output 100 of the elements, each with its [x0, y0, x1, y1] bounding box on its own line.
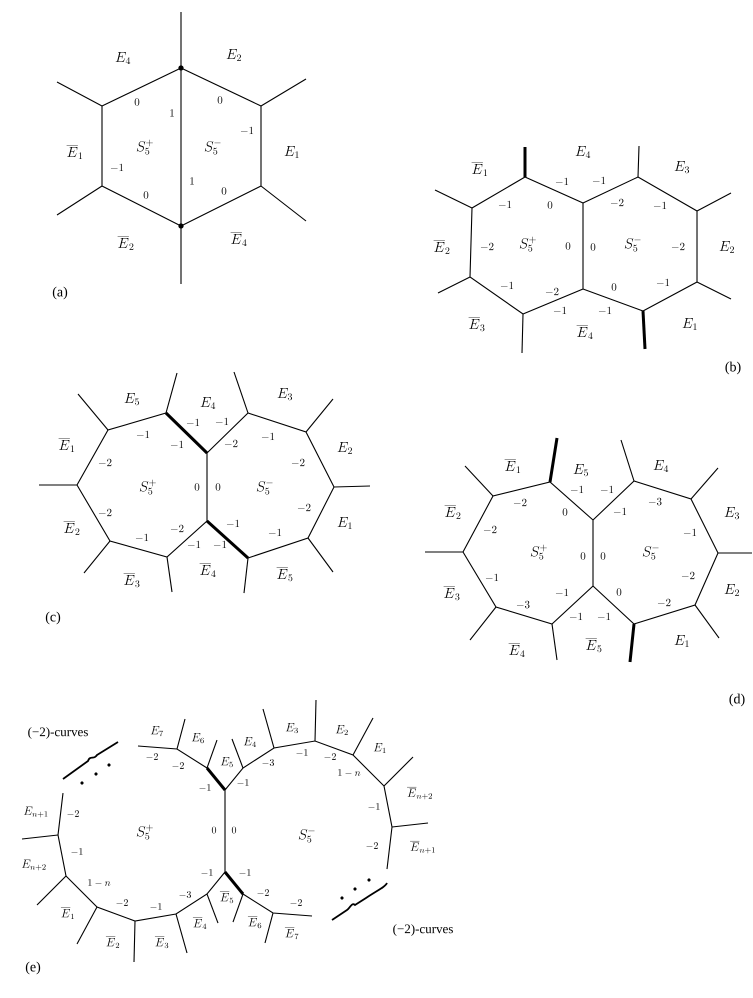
- self-intersection-number: $-1$: [186, 418, 200, 426]
- self-intersection-number: $-2$: [658, 598, 670, 606]
- self-intersection-number: $-1$: [199, 784, 211, 791]
- self-intersection-number: $-2$: [682, 572, 694, 580]
- self-intersection-number: $-1$: [216, 418, 228, 426]
- curve-label: $E_3$: [278, 388, 292, 400]
- self-intersection-number: $-3$: [262, 759, 274, 766]
- self-intersection-number: $-1$: [556, 588, 568, 596]
- self-intersection-number: $-2$: [116, 899, 128, 906]
- curve-label: $E_4$: [654, 460, 668, 472]
- curve-label: $S_5^-$: [298, 829, 315, 843]
- self-intersection-number: $0$: [616, 588, 622, 596]
- self-intersection-number: $0$: [232, 826, 236, 834]
- curve-label: $E_3$: [674, 161, 690, 174]
- self-intersection-number: $-2$: [514, 498, 526, 506]
- curve-label: $\overline{E}_1$: [504, 460, 520, 473]
- self-intersection-number: $-1$: [240, 126, 254, 134]
- self-intersection-number: $1-n$: [338, 769, 360, 776]
- panel-label: (c): [46, 612, 60, 624]
- self-intersection-number: $-1$: [614, 508, 626, 516]
- self-intersection-number: $-2$: [610, 198, 624, 206]
- self-intersection-number: $0$: [612, 283, 616, 291]
- curve-label: $E_5$: [124, 393, 139, 406]
- self-intersection-number: $-1$: [150, 903, 162, 910]
- curve-label: $\overline{E}_5$: [220, 892, 234, 904]
- curve-label: $S_5^-$: [642, 546, 659, 560]
- self-intersection-number: $-2$: [257, 889, 269, 896]
- curve-label: (−2)-curves: [28, 727, 88, 739]
- curve-label: $\overline{E}_2$: [118, 236, 134, 250]
- self-intersection-number: $1$: [190, 177, 194, 185]
- self-intersection-number: $-2$: [672, 242, 684, 250]
- panel-label: (b): [725, 362, 741, 374]
- curve-label: $E_4$: [576, 146, 590, 158]
- self-intersection-number: $1-n$: [88, 879, 110, 886]
- self-intersection-number: $-1$: [268, 528, 282, 536]
- self-intersection-number: $-2$: [98, 508, 112, 516]
- panel-label: (a): [52, 286, 68, 300]
- self-intersection-number: $0$: [580, 552, 586, 560]
- curve-label: $\overline{E}_1$: [60, 908, 74, 919]
- self-intersection-number: $0$: [216, 483, 220, 491]
- self-intersection-number: $-1$: [498, 200, 512, 208]
- self-intersection-number: $-2$: [546, 288, 558, 296]
- curve-label: $\overline{E}_3$: [468, 318, 484, 332]
- curve-label: (−2)-curves: [393, 924, 453, 936]
- self-intersection-number: $-2$: [366, 842, 378, 849]
- self-intersection-number: $-1$: [592, 176, 606, 184]
- curve-label: $S_5^-$: [624, 238, 641, 252]
- curve-label: $\overline{E}_4$: [576, 326, 593, 339]
- curve-label: $\overline{E}_2$: [64, 522, 80, 535]
- self-intersection-number: $-1$: [570, 486, 584, 494]
- curve-label: $E_2$: [720, 241, 734, 253]
- self-intersection-number: $0$: [212, 826, 216, 834]
- self-intersection-number: $-2$: [484, 526, 496, 534]
- self-intersection-number: $-1$: [201, 869, 213, 876]
- self-intersection-number: $-3$: [516, 600, 530, 608]
- self-intersection-number: $-1$: [556, 178, 568, 186]
- curve-label: $\overline{E}_5$: [276, 568, 292, 582]
- curve-label: $\overline{E}_1$: [472, 162, 488, 176]
- curve-label: $E_7$: [150, 726, 164, 736]
- self-intersection-number: $-1$: [188, 540, 200, 548]
- curve-label: $E_1$: [374, 743, 386, 753]
- curve-label: $S_5^-$: [204, 141, 221, 155]
- curve-label: $\overline{E}_3$: [154, 936, 168, 948]
- curve-label: $S_5^-$: [256, 481, 273, 495]
- curve-label: $\overline{E}_4$: [230, 232, 247, 246]
- curve-label: $\overline{E}_2$: [444, 506, 460, 519]
- self-intersection-number: $0$: [144, 191, 148, 199]
- self-intersection-number: $-1$: [598, 612, 610, 620]
- self-intersection-number: $0$: [218, 96, 222, 104]
- self-intersection-number: $-1$: [500, 282, 514, 290]
- curve-label: $E_1$: [338, 517, 352, 529]
- curve-label: $E_2$: [338, 442, 352, 454]
- curve-label: $\overline{E}_4$: [200, 564, 216, 577]
- self-intersection-number: $-2$: [146, 753, 158, 760]
- curve-label: $E_4$: [200, 397, 216, 409]
- self-intersection-number: $-1$: [214, 540, 226, 548]
- curve-label: $E_2$: [724, 584, 739, 596]
- self-intersection-number: $-1$: [226, 520, 240, 528]
- self-intersection-number: $-1$: [71, 848, 83, 855]
- self-intersection-number: $-1$: [684, 528, 696, 536]
- self-intersection-number: $1$: [170, 109, 174, 117]
- self-intersection-number: $-3$: [648, 498, 662, 506]
- curve-label: $E_1$: [284, 146, 299, 158]
- self-intersection-number: $0$: [566, 242, 570, 250]
- self-intersection-number: $-1$: [136, 430, 150, 438]
- self-intersection-number: $-1$: [486, 574, 498, 582]
- curve-label: $\overline{E}_{n+1}$: [410, 841, 435, 854]
- curve-label: $E_1$: [682, 318, 697, 330]
- curve-label: $S_5^+$: [136, 140, 153, 155]
- self-intersection-number: $0$: [600, 552, 606, 560]
- curve-label: $\overline{E}_6$: [248, 916, 262, 928]
- curve-label: $\overline{E}_1$: [58, 438, 74, 452]
- curve-label: $E_{n+2}$: [22, 860, 46, 870]
- curve-label: $E_1$: [674, 635, 689, 647]
- self-intersection-number: $-2$: [480, 242, 494, 250]
- curve-label: $\overline{E}_{n+2}$: [407, 787, 432, 800]
- curve-label: $\overline{E}_1$: [66, 146, 82, 159]
- self-intersection-number: $-2$: [292, 458, 304, 466]
- curve-label: $E_3$: [286, 723, 298, 734]
- curve-label: $E_5$: [220, 757, 233, 768]
